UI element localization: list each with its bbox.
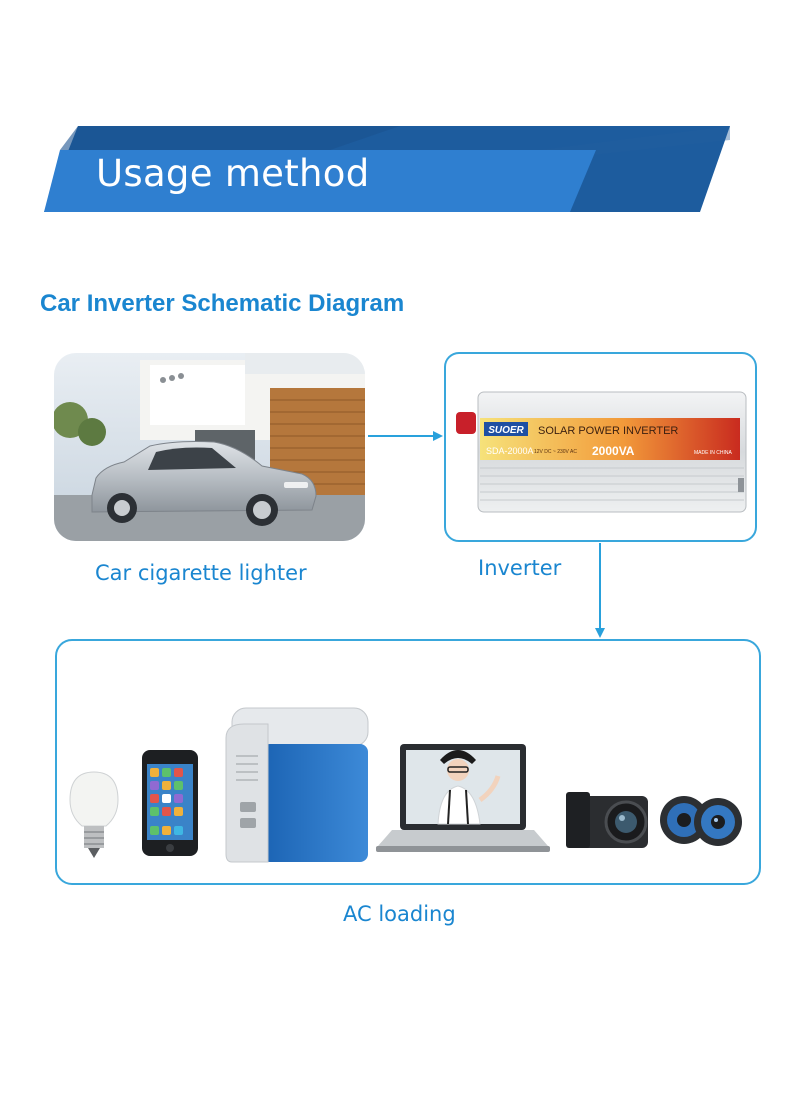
inverter-spec: 12V DC ~ 230V AC — [534, 449, 577, 455]
smartphone-icon — [142, 750, 198, 856]
inverter-origin: MADE IN CHINA — [694, 450, 732, 456]
header-banner — [44, 126, 730, 212]
ac-loading-label: AC loading — [343, 902, 456, 926]
inverter-device: SUOER SOLAR POWER INVERTER SDA-2000A 12V… — [456, 391, 747, 513]
page-title: Usage method — [96, 152, 370, 195]
car-photo — [54, 353, 365, 541]
car-fridge-icon — [225, 707, 369, 863]
inverter-label: Inverter — [478, 556, 562, 580]
diagram-title: Car Inverter Schematic Diagram — [40, 290, 405, 317]
laptop-icon — [376, 744, 550, 852]
camera-icon — [566, 792, 648, 848]
inverter-model: SDA-2000A — [486, 446, 534, 456]
car-cigarette-lighter-label: Car cigarette lighter — [95, 561, 307, 585]
inverter-brand: SUOER — [488, 425, 524, 436]
light-bulb-icon — [69, 771, 119, 858]
inverter-rating: 2000VA — [592, 444, 635, 458]
speaker-icon — [660, 796, 742, 846]
inverter-device-name: SOLAR POWER INVERTER — [538, 425, 678, 437]
